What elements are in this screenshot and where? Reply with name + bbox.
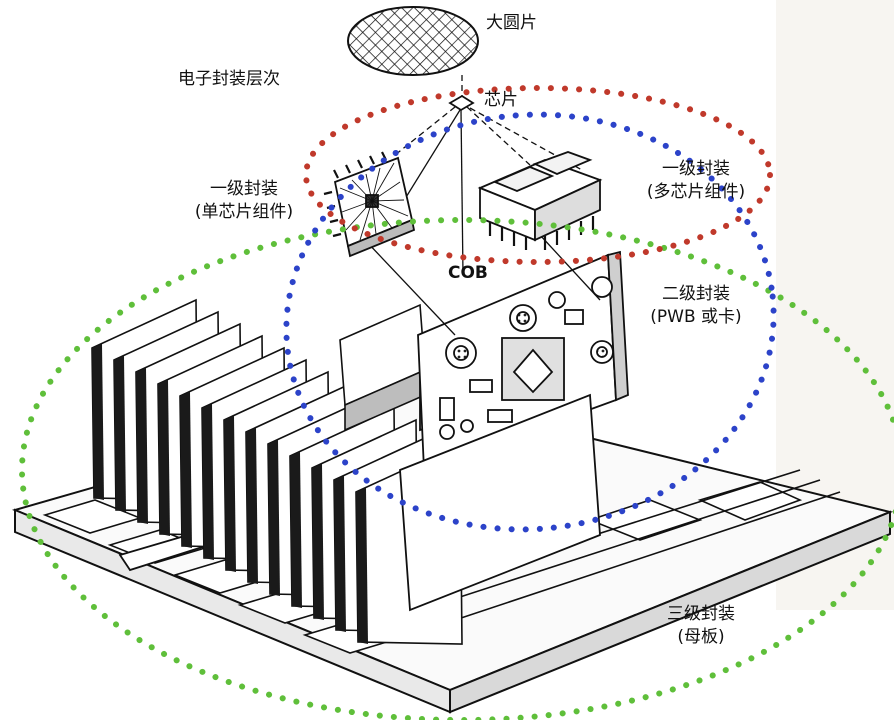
level2-label-line1: 二级封装 (616, 283, 776, 305)
level1-multi-label-line2: (多芯片组件) (616, 181, 776, 203)
wafer-label: 大圆片 (486, 12, 537, 34)
multi-chip-package (480, 152, 600, 250)
level1-single-label-line2: (单芯片组件) (174, 201, 314, 223)
level3-label-line2: (母板) (626, 626, 776, 648)
cob-label: COB (448, 262, 488, 284)
level2-label-line2: (PWB 或卡) (616, 306, 776, 328)
chip-label: 芯片 (484, 89, 518, 111)
level3-label-line1: 三级封装 (626, 603, 776, 625)
wafer (348, 7, 478, 75)
level1-multi-label-line1: 一级封装 (616, 158, 776, 180)
level1-single-label-line1: 一级封装 (174, 178, 314, 200)
single-chip-package (324, 152, 414, 256)
diagram-title: 电子封装层次 (178, 68, 280, 90)
